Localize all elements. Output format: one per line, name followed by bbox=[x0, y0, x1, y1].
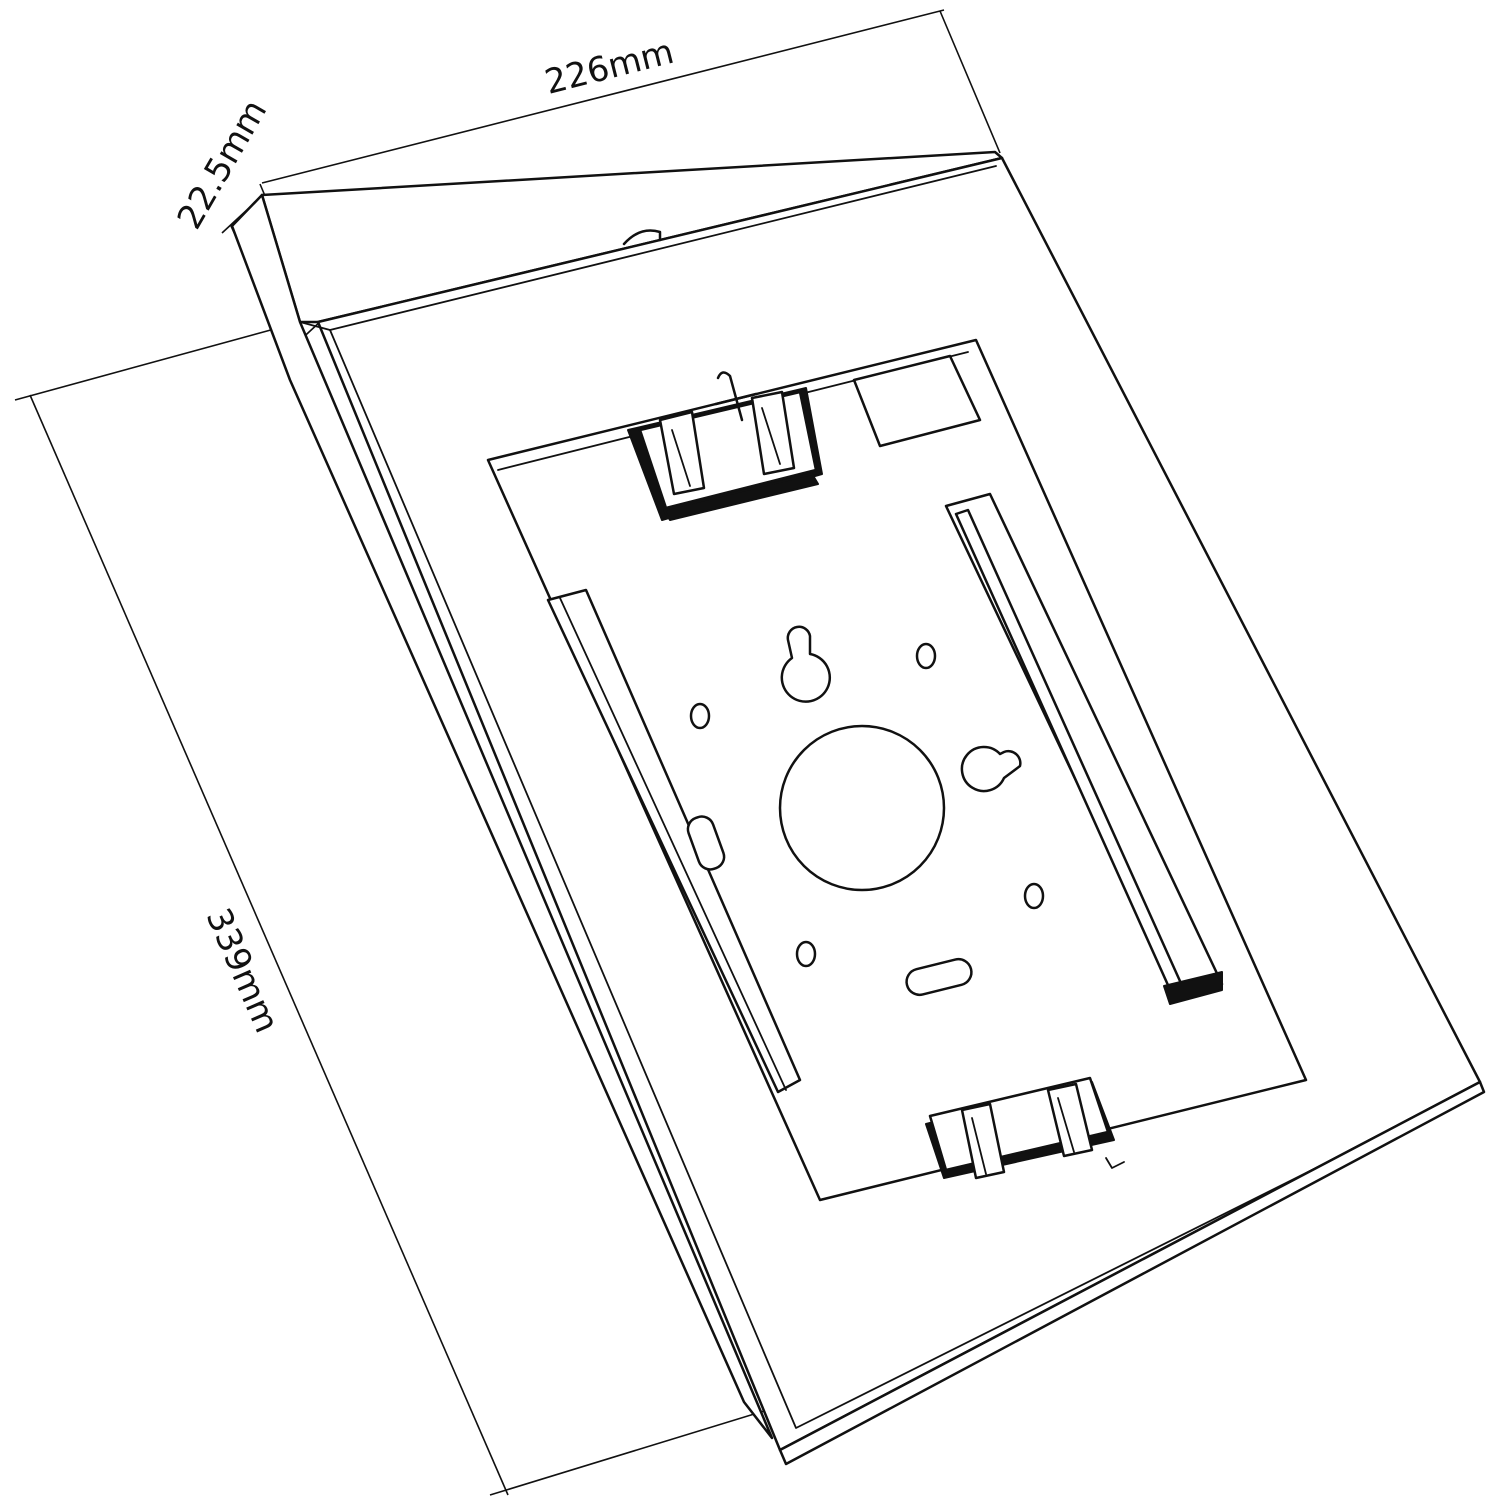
center-cable-hole bbox=[778, 724, 946, 892]
mount-holes bbox=[689, 625, 1045, 997]
left-rail bbox=[546, 588, 802, 1094]
right-rail bbox=[944, 492, 1224, 1005]
bottom-clip bbox=[925, 1076, 1115, 1180]
dimension-width-label: 226mm bbox=[541, 32, 678, 103]
camera-window bbox=[852, 354, 982, 448]
dimension-height-label: 339mm bbox=[198, 903, 287, 1039]
inner-recess bbox=[486, 338, 1308, 1202]
top-clip bbox=[627, 371, 823, 521]
